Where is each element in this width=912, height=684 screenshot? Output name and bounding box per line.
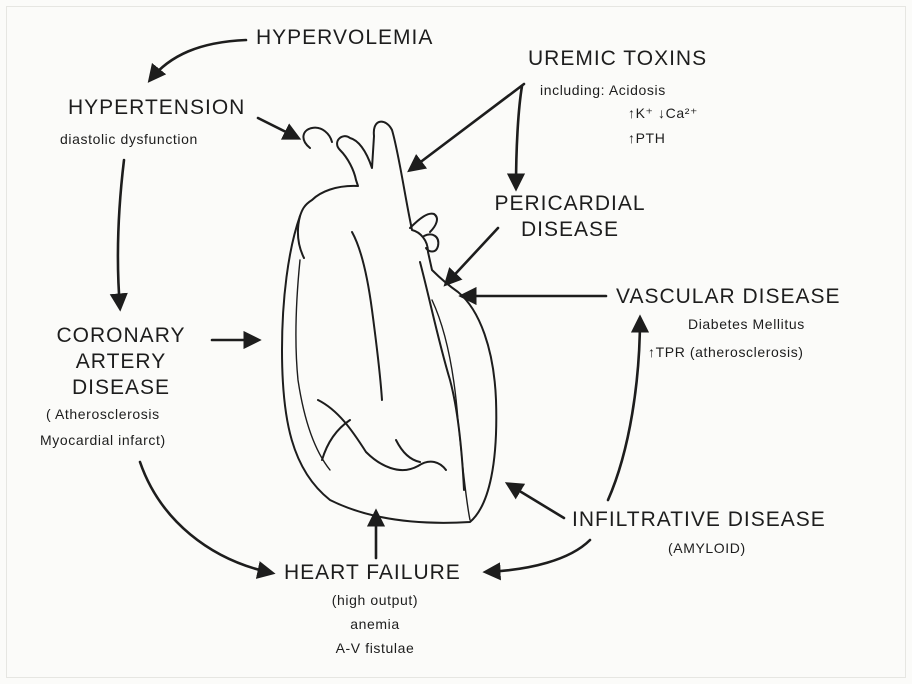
arrow-hypervolemia-to-hypertension: [150, 40, 246, 80]
coronary-sub2: Myocardial infarct): [40, 432, 166, 448]
arrow-hypertension-to-heart: [258, 118, 298, 138]
vascular-sub2: ↑TPR (atherosclerosis): [648, 344, 804, 360]
pericardial-line2: DISEASE: [490, 218, 650, 242]
uremic-toxins-line3: ↑PTH: [628, 130, 665, 146]
uremic-toxins-line1: including: Acidosis: [540, 82, 666, 98]
coronary-vessel-1: [352, 232, 382, 400]
right-atrium: [296, 260, 330, 470]
arrow-hypertension-to-coronary: [118, 160, 124, 308]
arrow-infiltrative-to-heart: [508, 484, 564, 518]
hypervolemia-label: HYPERVOLEMIA: [256, 26, 433, 50]
uremic-toxins-line2: ↑K⁺ ↓Ca²⁺: [628, 105, 698, 122]
coronary-vessel-3: [318, 400, 446, 470]
heart-failure-sub3: A-V fistulae: [300, 640, 450, 656]
heart-failure-sub2: anemia: [300, 616, 450, 632]
vena-cava: [298, 216, 304, 258]
arrow-infiltrative-to-vascular: [608, 318, 640, 500]
coronary-line2: ARTERY: [36, 350, 206, 374]
coronary-vessel-2: [420, 262, 464, 490]
infiltrative-sub: (AMYLOID): [668, 540, 746, 556]
hypertension-label: HYPERTENSION: [68, 96, 245, 120]
aortic-arch: [303, 128, 332, 148]
arrow-uremic-to-pericardial: [516, 86, 522, 188]
heart-failure-label: HEART FAILURE: [284, 561, 461, 585]
vascular-sub1: Diabetes Mellitus: [688, 316, 805, 332]
heart-failure-sub1: (high output): [300, 592, 450, 608]
pericardial-line1: PERICARDIAL: [490, 192, 650, 216]
arrow-coronary-to-heart-failure: [140, 462, 272, 573]
vascular-disease-label: VASCULAR DISEASE: [616, 285, 841, 309]
pulmonary-artery: [410, 214, 438, 252]
infiltrative-disease-label: INFILTRATIVE DISEASE: [572, 508, 826, 532]
heart-outline: [282, 122, 496, 523]
arrow-uremic-to-heart: [410, 84, 524, 170]
coronary-sub1: ( Atherosclerosis: [46, 406, 160, 422]
arrow-infiltrative-to-heart-failure: [486, 540, 590, 572]
hypertension-sub-label: diastolic dysfunction: [60, 131, 198, 147]
coronary-line3: DISEASE: [36, 376, 206, 400]
uremic-toxins-label: UREMIC TOXINS: [528, 47, 707, 71]
heart-illustration: [282, 122, 496, 523]
coronary-line1: CORONARY: [36, 324, 206, 348]
